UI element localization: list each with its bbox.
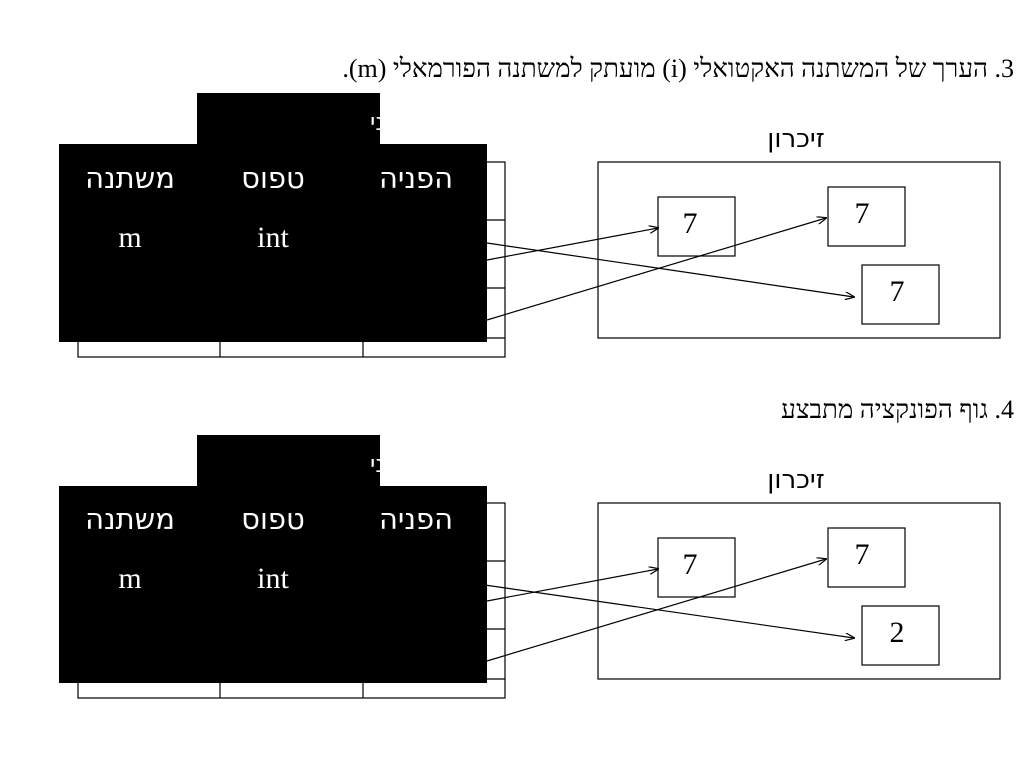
memory-label: זיכרון xyxy=(767,465,824,495)
cell-type-int: int xyxy=(257,221,289,254)
cell-variable-m: m xyxy=(118,562,141,595)
table-overlay-block xyxy=(59,144,487,342)
table-tab-block xyxy=(197,93,380,148)
memory-frame xyxy=(597,161,1001,339)
memory-cell-value: 7 xyxy=(683,548,698,581)
reference-arrows xyxy=(400,559,854,662)
step-3-diagram: טבלת משתני משתנה טפוס הפניה m int זיכרון… xyxy=(0,0,1024,358)
table-overlay-block xyxy=(59,486,487,683)
table-tab-block xyxy=(197,435,380,490)
memory-label: זיכרון xyxy=(767,124,824,154)
memory-cell xyxy=(861,264,940,325)
header-variable: משתנה xyxy=(85,161,175,195)
step-4-title: 4. גוף הפונקציה מתבצע xyxy=(781,395,1014,424)
header-type: טפוס xyxy=(241,161,305,195)
memory-cell-value: 2 xyxy=(890,616,905,649)
header-reference: הפניה xyxy=(379,502,453,536)
memory-cell xyxy=(827,186,906,247)
memory-cell-value: 7 xyxy=(890,275,905,308)
memory-cell-value: 7 xyxy=(855,538,870,571)
table-tab-label: טבלת משתני xyxy=(370,108,501,136)
step-3-title: 3. הערך של המשתנה האקטואלי (i) מועתק למש… xyxy=(342,54,1014,83)
header-variable: משתנה xyxy=(85,502,175,536)
reference-arrows xyxy=(486,218,854,321)
cell-variable-m: m xyxy=(118,221,141,254)
memory-cell-value: 7 xyxy=(855,197,870,230)
header-reference: הפניה xyxy=(379,161,453,195)
table-tab-label: טבלת משתני xyxy=(370,450,501,478)
memory-cell-value: 7 xyxy=(683,207,698,240)
header-type: טפוס xyxy=(241,502,305,536)
memory-cell xyxy=(861,605,940,666)
memory-cell xyxy=(657,196,736,257)
memory-cell xyxy=(657,537,736,598)
memory-cell xyxy=(827,527,906,588)
step-4-diagram: טבלת משתני משתנה טפוס הפניה m int זיכרון… xyxy=(0,341,1024,699)
memory-frame xyxy=(597,502,1001,680)
cell-type-int: int xyxy=(257,562,289,595)
